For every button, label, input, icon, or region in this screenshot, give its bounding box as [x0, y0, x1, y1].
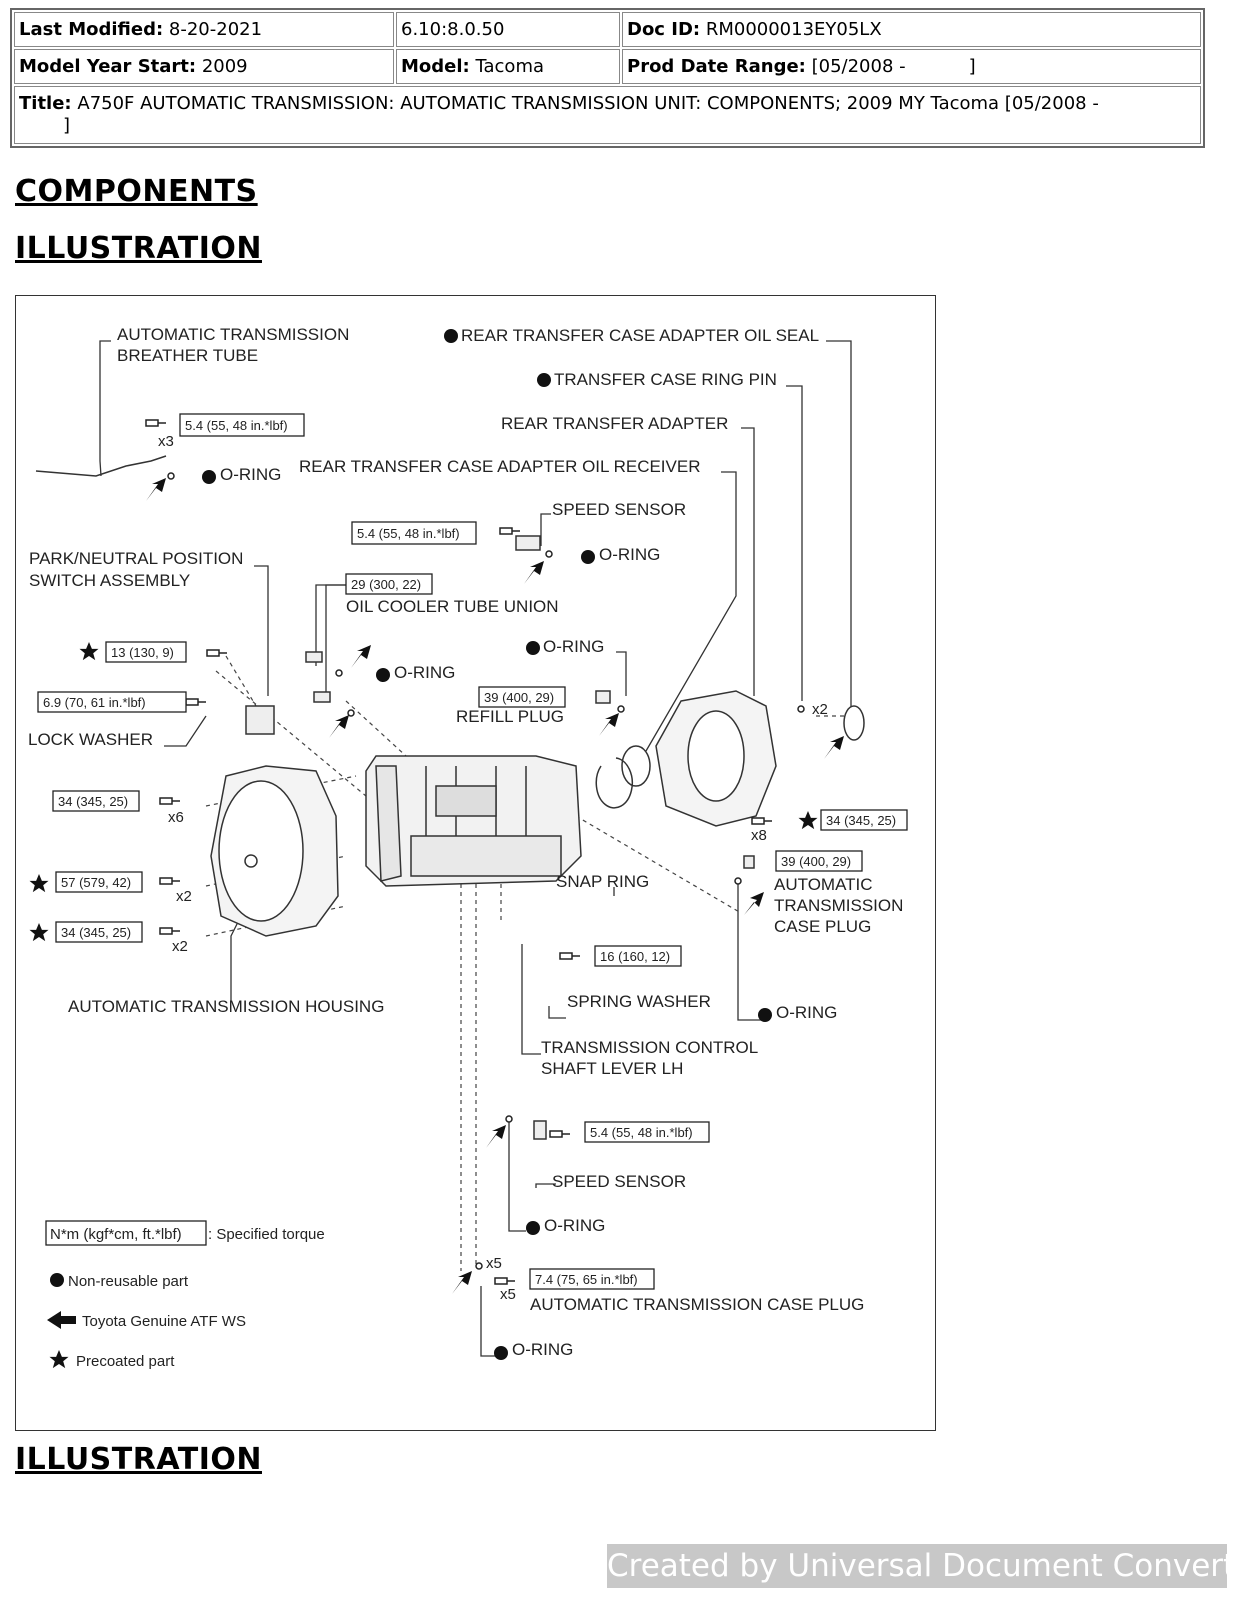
version-value: 6.10:8.0.50	[401, 19, 505, 40]
torque-union: 29 (300, 22)	[351, 577, 421, 592]
prod-date-label: Prod Date Range:	[627, 56, 806, 77]
transmission-body	[365, 755, 582, 887]
label-o-ring: O-RING	[776, 1003, 837, 1022]
count-x2: x2	[172, 938, 188, 955]
label-rear-adapter: REAR TRANSFER ADAPTER	[501, 414, 728, 433]
label-o-ring: O-RING	[543, 637, 604, 656]
torque-pnp-13: 13 (130, 9)	[111, 645, 174, 660]
last-modified-cell: Last Modified: 8-20-2021	[14, 12, 394, 47]
torque-values: 5.4 (55, 48 in.*lbf) 5.4 (55, 48 in.*lbf…	[43, 418, 896, 1287]
label-o-ring: O-RING	[512, 1340, 573, 1359]
components-diagram: AUTOMATIC TRANSMISSION BREATHER TUBE REA…	[15, 295, 936, 1431]
torque-breather: 5.4 (55, 48 in.*lbf)	[185, 418, 288, 433]
label-case-plug-right-2: TRANSMISSION	[774, 896, 903, 915]
title-value: A750F AUTOMATIC TRANSMISSION: AUTOMATIC …	[77, 93, 1099, 114]
watermark-banner: Created by Universal Document Converter	[607, 1544, 1236, 1588]
label-o-ring: O-RING	[544, 1216, 605, 1235]
version-cell: 6.10:8.0.50	[396, 12, 620, 47]
torque-case-plug-74: 7.4 (75, 65 in.*lbf)	[535, 1272, 638, 1287]
prod-date-value: [05/2008 - ]	[811, 56, 976, 77]
model-year-cell: Model Year Start: 2009	[14, 49, 394, 84]
doc-id-label: Doc ID:	[627, 19, 701, 40]
label-speed-sensor-top: SPEED SENSOR	[552, 500, 686, 519]
title-cell: Title: A750F AUTOMATIC TRANSMISSION: AUT…	[14, 86, 1201, 144]
torque-adapter-34: 34 (345, 25)	[826, 813, 896, 828]
torque-housing-57: 57 (579, 42)	[61, 875, 131, 890]
small-parts	[35, 455, 865, 1140]
label-o-ring: O-RING	[220, 465, 281, 484]
doc-id-value: RM0000013EY05LX	[705, 19, 882, 40]
label-pnp-switch-1: PARK/NEUTRAL POSITION	[29, 549, 243, 568]
count-x5: x5	[486, 1255, 502, 1272]
legend-torque-box: N*m (kgf*cm, ft.*lbf)	[50, 1226, 182, 1243]
legend-precoated: Precoated part	[76, 1353, 175, 1370]
model-year-value: 2009	[201, 56, 248, 77]
torque-pnp-69: 6.9 (70, 61 in.*lbf)	[43, 695, 146, 710]
label-control-lever-2: SHAFT LEVER LH	[541, 1059, 683, 1078]
count-x2: x2	[812, 701, 828, 718]
count-x3: x3	[158, 433, 174, 450]
torque-lever-16: 16 (160, 12)	[600, 949, 670, 964]
transmission-housing	[210, 765, 339, 937]
components-heading: COMPONENTS	[15, 174, 258, 209]
legend-atf: Toyota Genuine ATF WS	[82, 1313, 246, 1330]
label-oil-receiver: REAR TRANSFER CASE ADAPTER OIL RECEIVER	[299, 457, 700, 476]
label-control-lever-1: TRANSMISSION CONTROL	[541, 1038, 758, 1057]
torque-housing-34-a: 34 (345, 25)	[58, 794, 128, 809]
rear-transfer-adapter	[655, 690, 777, 827]
o-ring-shapes	[167, 472, 805, 1270]
label-case-plug-bottom: AUTOMATIC TRANSMISSION CASE PLUG	[530, 1295, 864, 1314]
doc-id-cell: Doc ID: RM0000013EY05LX	[622, 12, 1201, 47]
title-label: Title:	[19, 93, 72, 114]
label-o-ring: O-RING	[599, 545, 660, 564]
torque-case-plug-39: 39 (400, 29)	[781, 854, 851, 869]
non-reusable-dots	[50, 329, 772, 1360]
torque-housing-34-b: 34 (345, 25)	[61, 925, 131, 940]
title-continuation: ]	[63, 115, 71, 136]
atf-arrows	[47, 478, 844, 1329]
count-x2: x2	[176, 888, 192, 905]
model-value: Tacoma	[475, 56, 545, 77]
legend: N*m (kgf*cm, ft.*lbf) : Specified torque…	[50, 1226, 325, 1370]
label-case-plug-right-1: AUTOMATIC	[774, 875, 873, 894]
torque-speed-top: 5.4 (55, 48 in.*lbf)	[357, 526, 460, 541]
leader-lines	[99, 340, 852, 1357]
label-ring-pin: TRANSFER CASE RING PIN	[554, 370, 777, 389]
label-spring-washer: SPRING WASHER	[567, 992, 711, 1011]
counts: x3 x2 x6 x2 x2 x8 x5 x5	[158, 433, 828, 1303]
legend-non-reusable: Non-reusable part	[68, 1273, 189, 1290]
label-breather-tube-2: BREATHER TUBE	[117, 346, 258, 365]
torque-speed-bottom: 5.4 (55, 48 in.*lbf)	[590, 1125, 693, 1140]
label-refill-plug: REFILL PLUG	[456, 707, 564, 726]
model-cell: Model: Tacoma	[396, 49, 620, 84]
label-speed-sensor-bottom: SPEED SENSOR	[552, 1172, 686, 1191]
count-x6: x6	[168, 809, 184, 826]
label-breather-tube-1: AUTOMATIC TRANSMISSION	[117, 325, 349, 344]
label-oil-cooler-union: OIL COOLER TUBE UNION	[346, 597, 559, 616]
label-housing: AUTOMATIC TRANSMISSION HOUSING	[68, 997, 384, 1016]
diagram-labels: AUTOMATIC TRANSMISSION BREATHER TUBE REA…	[28, 325, 903, 1359]
model-year-label: Model Year Start:	[19, 56, 197, 77]
label-rear-oil-seal: REAR TRANSFER CASE ADAPTER OIL SEAL	[461, 326, 819, 345]
last-modified-label: Last Modified:	[19, 19, 164, 40]
legend-torque-text: : Specified torque	[208, 1226, 325, 1243]
count-x5: x5	[500, 1286, 516, 1303]
diagram-svg: AUTOMATIC TRANSMISSION BREATHER TUBE REA…	[28, 325, 908, 1370]
label-snap-ring: SNAP RING	[556, 872, 649, 891]
label-pnp-switch-2: SWITCH ASSEMBLY	[29, 571, 190, 590]
torque-refill: 39 (400, 29)	[484, 690, 554, 705]
count-x8: x8	[751, 827, 767, 844]
label-case-plug-right-3: CASE PLUG	[774, 917, 871, 936]
prod-date-cell: Prod Date Range: [05/2008 - ]	[622, 49, 1201, 84]
label-lock-washer: LOCK WASHER	[28, 730, 153, 749]
model-label: Model:	[401, 56, 470, 77]
illustration-heading: ILLUSTRATION	[15, 231, 262, 266]
illustration-heading-2: ILLUSTRATION	[15, 1442, 262, 1477]
torque-boxes	[37, 413, 908, 1290]
last-modified-value: 8-20-2021	[168, 19, 263, 40]
label-o-ring: O-RING	[394, 663, 455, 682]
header-table: Last Modified: 8-20-2021 6.10:8.0.50 Doc…	[10, 8, 1205, 148]
